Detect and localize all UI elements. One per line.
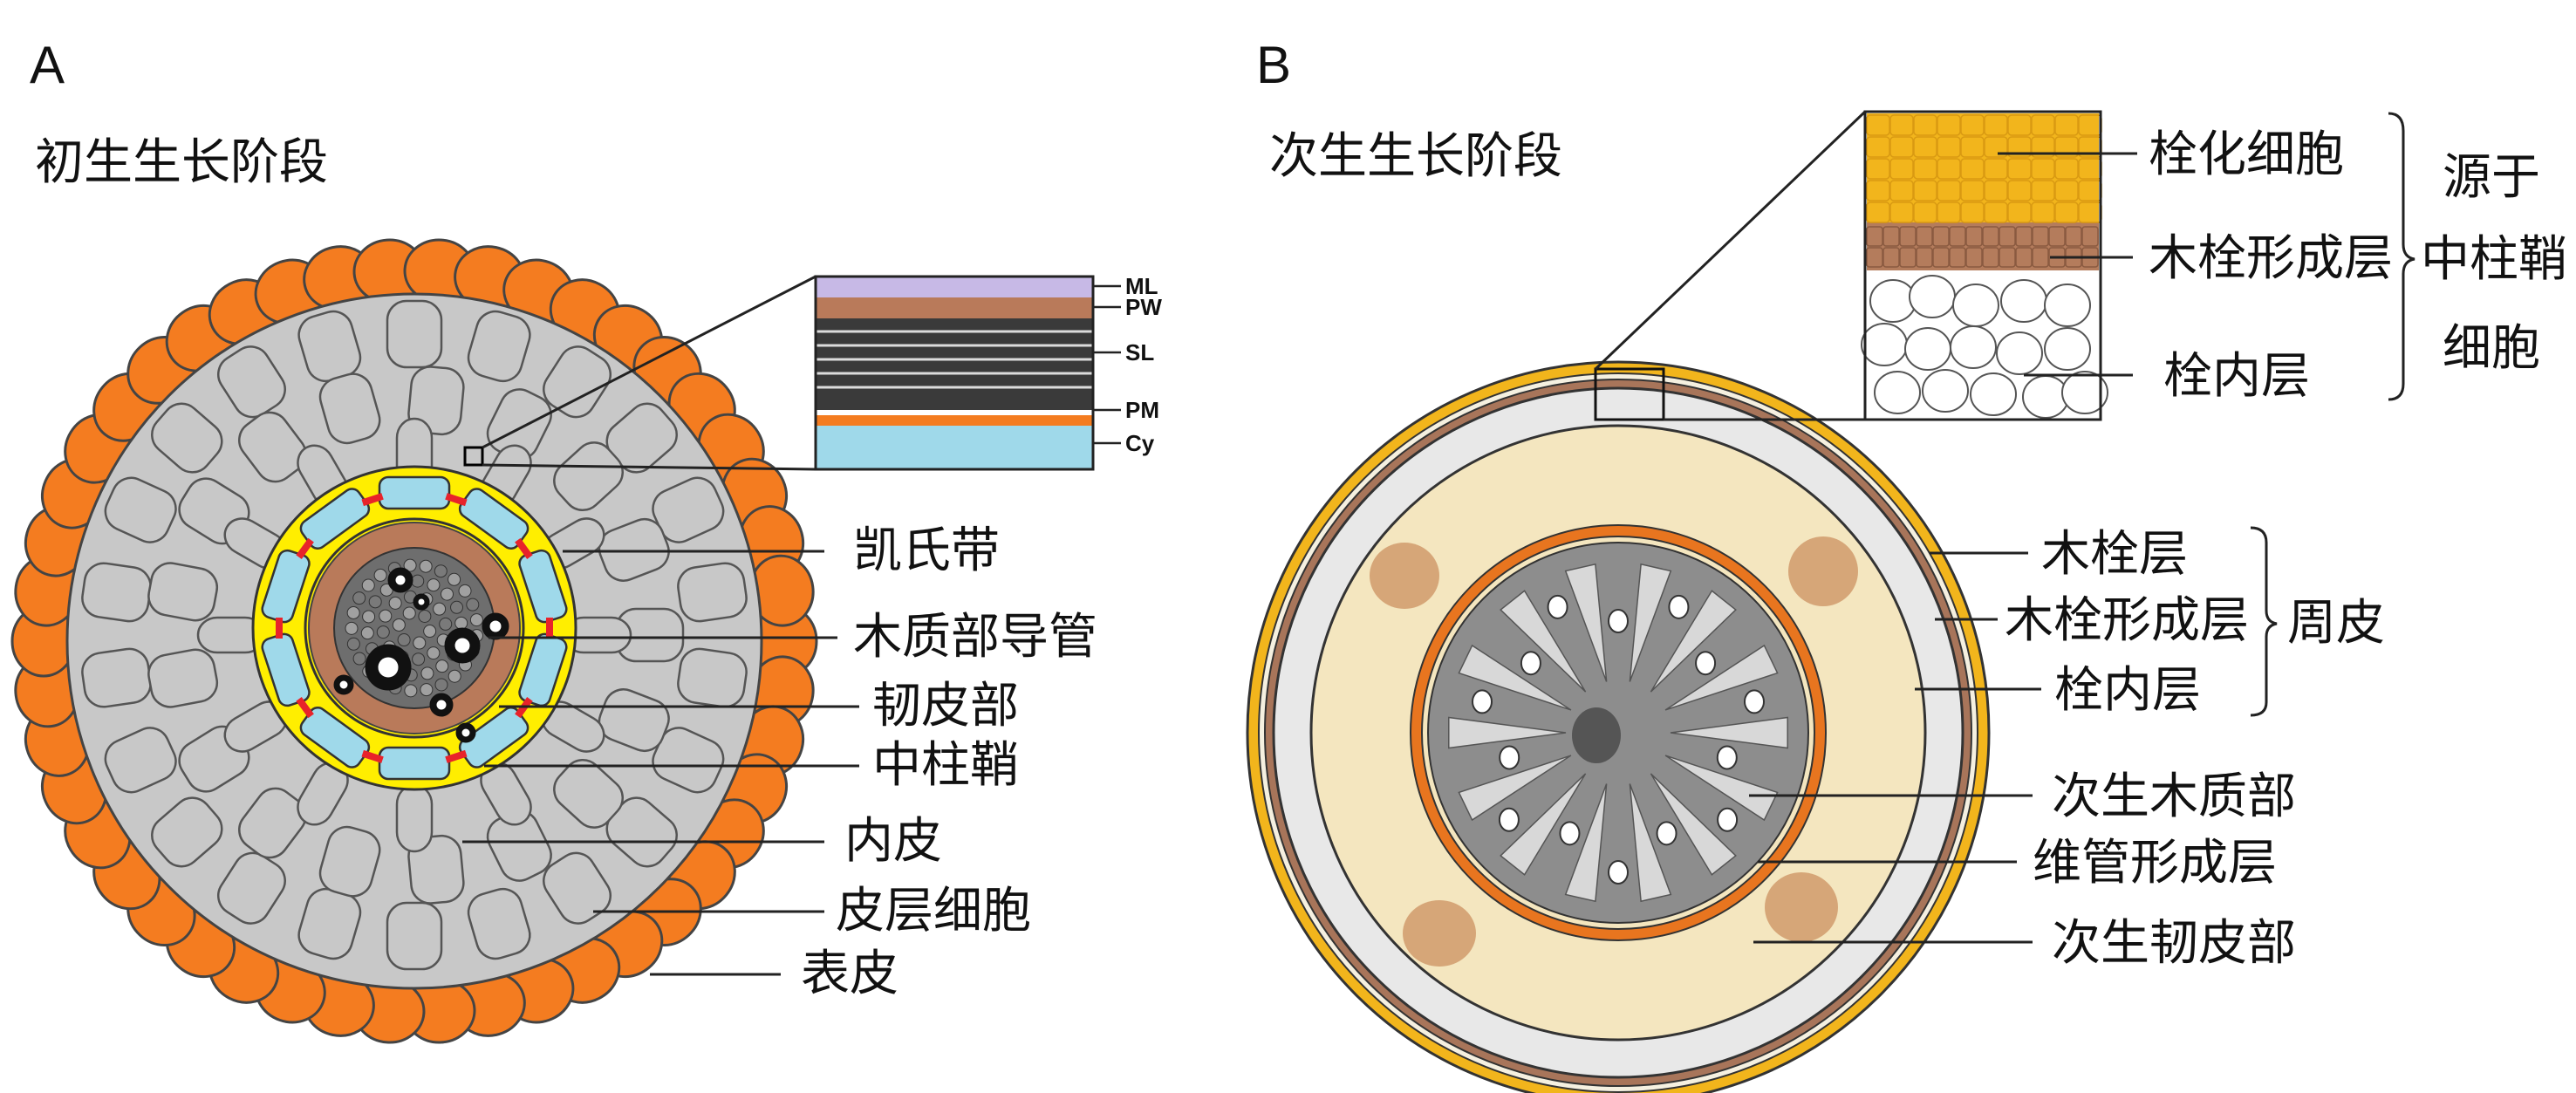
inset-label-ml: ML xyxy=(1125,273,1158,299)
inset-marker-a xyxy=(463,446,484,467)
inset-layer-pw xyxy=(816,297,1093,318)
inset-label-cy: Cy xyxy=(1125,430,1155,456)
secondary-root-section xyxy=(1246,360,1991,1093)
pith xyxy=(1572,707,1621,763)
inset-cork-cells xyxy=(1867,113,2099,227)
label-cork: 木栓层 xyxy=(2041,526,2188,583)
panel-b-labels: 次生木质部 维管形成层 次生韧皮部 xyxy=(1749,769,2296,972)
panel-a-title: 初生生长阶段 xyxy=(35,134,328,191)
endodermis-cells xyxy=(261,475,568,781)
label-epidermis: 表皮 xyxy=(801,946,899,1002)
inset-layer-ml xyxy=(816,277,1093,297)
label-cortex-cells: 皮层细胞 xyxy=(836,883,1031,939)
inset-label-pw: PW xyxy=(1125,294,1162,320)
xylem-rays xyxy=(1448,563,1788,903)
label-vascular-cambium: 维管形成层 xyxy=(2033,835,2277,891)
label-pericycle: 中柱鞘 xyxy=(872,737,1019,794)
inset-marker-b xyxy=(1594,367,1665,421)
inset-label-pm: PM xyxy=(1125,397,1159,423)
inset-group-line3: 细胞 xyxy=(2443,320,2540,377)
inset-layer-sl xyxy=(816,318,1093,406)
stele xyxy=(333,547,495,709)
label-secondary-phloem: 次生韧皮部 xyxy=(2052,915,2296,972)
inset-label-suberized: 栓化细胞 xyxy=(2149,126,2344,183)
cortex-cells xyxy=(81,299,748,971)
cell-wall-inset: ML PW SL PM Cy xyxy=(482,273,1162,471)
panel-b-title: 次生生长阶段 xyxy=(1269,128,1562,185)
panel-a: A 初生生长阶段 xyxy=(10,36,1162,1044)
periderm-inset: 栓化细胞 木栓形成层 栓内层 源于 中柱鞘 细胞 xyxy=(1594,110,2567,421)
phloem-blotches xyxy=(1370,536,1858,967)
inset-label-phellogen: 木栓形成层 xyxy=(2149,230,2393,287)
inset-cell-pattern xyxy=(1861,114,2108,419)
inset-label-phelloderm: 栓内层 xyxy=(2163,348,2310,405)
panel-b-letter: B xyxy=(1256,36,1291,94)
panel-a-letter: A xyxy=(30,36,65,94)
xylem-vessels xyxy=(333,567,509,743)
label-phelloderm: 栓内层 xyxy=(2054,662,2201,719)
label-secondary-xylem: 次生木质部 xyxy=(2052,769,2296,825)
label-cork-cambium: 木栓形成层 xyxy=(2005,592,2249,649)
inset-layer-pm xyxy=(816,415,1093,426)
label-casparian-strip: 凯氏带 xyxy=(853,523,1000,579)
inset-label-sl: SL xyxy=(1125,339,1154,365)
panel-b: B 次生生长阶段 xyxy=(1246,36,2567,1093)
inset-group-line1: 源于 xyxy=(2443,149,2540,206)
inset-group-line2: 中柱鞘 xyxy=(2421,231,2567,288)
label-phloem: 韧皮部 xyxy=(872,678,1019,734)
label-periderm: 周皮 xyxy=(2287,595,2385,652)
label-xylem-vessel: 木质部导管 xyxy=(853,609,1097,666)
primary-root-section xyxy=(10,238,818,1044)
panel-a-labels: 凯氏带 木质部导管 韧皮部 中柱鞘 内皮 皮层细胞 表皮 xyxy=(462,523,1097,1002)
periderm-labels: 木栓层 木栓形成层 栓内层 周皮 xyxy=(1915,526,2385,719)
label-endodermis: 内皮 xyxy=(844,813,942,870)
inset-layer-cy xyxy=(816,426,1093,469)
secondary-xylem-vessels xyxy=(1472,594,1765,885)
